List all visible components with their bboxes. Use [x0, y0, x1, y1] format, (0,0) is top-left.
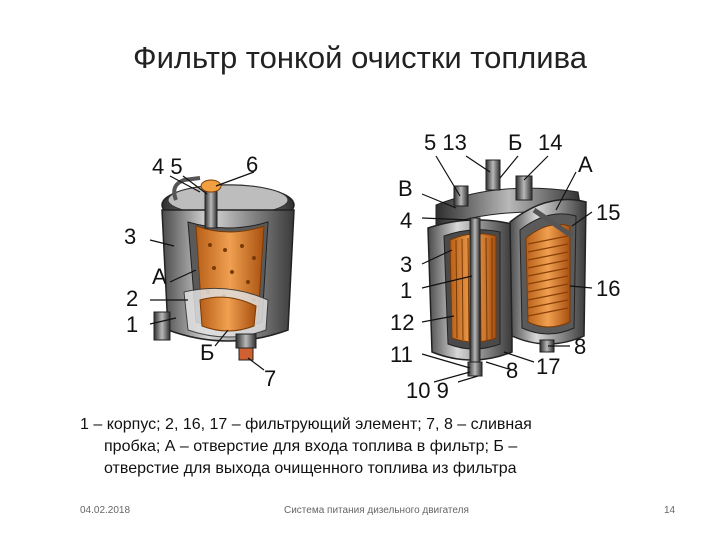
right-filter-illustration — [428, 160, 586, 376]
label-right-A: А — [578, 152, 593, 177]
caption-line-3: отверстие для выхода очищенного топлива … — [80, 458, 672, 480]
label-right-12: 12 — [390, 310, 414, 335]
label-right-V: В — [398, 176, 413, 201]
left-filter-illustration — [154, 178, 294, 360]
label-left-4-5: 4 5 — [152, 154, 183, 179]
label-right-10-9: 10 9 — [406, 378, 449, 403]
label-right-3: 3 — [400, 252, 412, 277]
footer-page-number: 14 — [664, 505, 675, 516]
caption-line-1: 1 – корпус; 2, 16, 17 – фильтрующий элем… — [80, 414, 672, 436]
label-right-11: 11 — [390, 342, 413, 367]
label-right-17: 17 — [536, 354, 560, 379]
label-right-B: Б — [508, 130, 522, 155]
label-right-15: 15 — [596, 200, 620, 225]
label-right-14: 14 — [538, 130, 562, 155]
label-left-A: А — [152, 264, 167, 289]
label-right-16: 16 — [596, 276, 620, 301]
fuel-filter-diagram: 4 5 6 3 А 2 1 Б 7 — [0, 0, 720, 410]
label-left-2: 2 — [126, 286, 138, 311]
label-left-6: 6 — [246, 152, 258, 177]
label-right-8: 8 — [574, 334, 586, 359]
label-right-1: 1 — [400, 278, 412, 303]
legend-caption: 1 – корпус; 2, 16, 17 – фильтрующий элем… — [80, 414, 672, 480]
label-right-8-bottom: 8 — [506, 358, 518, 383]
label-right-5-13: 5 13 — [424, 130, 467, 155]
footer-date: 04.02.2018 — [80, 505, 130, 516]
caption-line-2: пробка; А – отверстие для входа топлива … — [80, 436, 672, 458]
label-right-4: 4 — [400, 208, 412, 233]
label-left-B: Б — [200, 340, 214, 365]
footer-title: Система питания дизельного двигателя — [284, 505, 469, 516]
label-left-3: 3 — [124, 224, 136, 249]
label-left-7: 7 — [264, 366, 276, 391]
label-left-1: 1 — [126, 312, 138, 337]
